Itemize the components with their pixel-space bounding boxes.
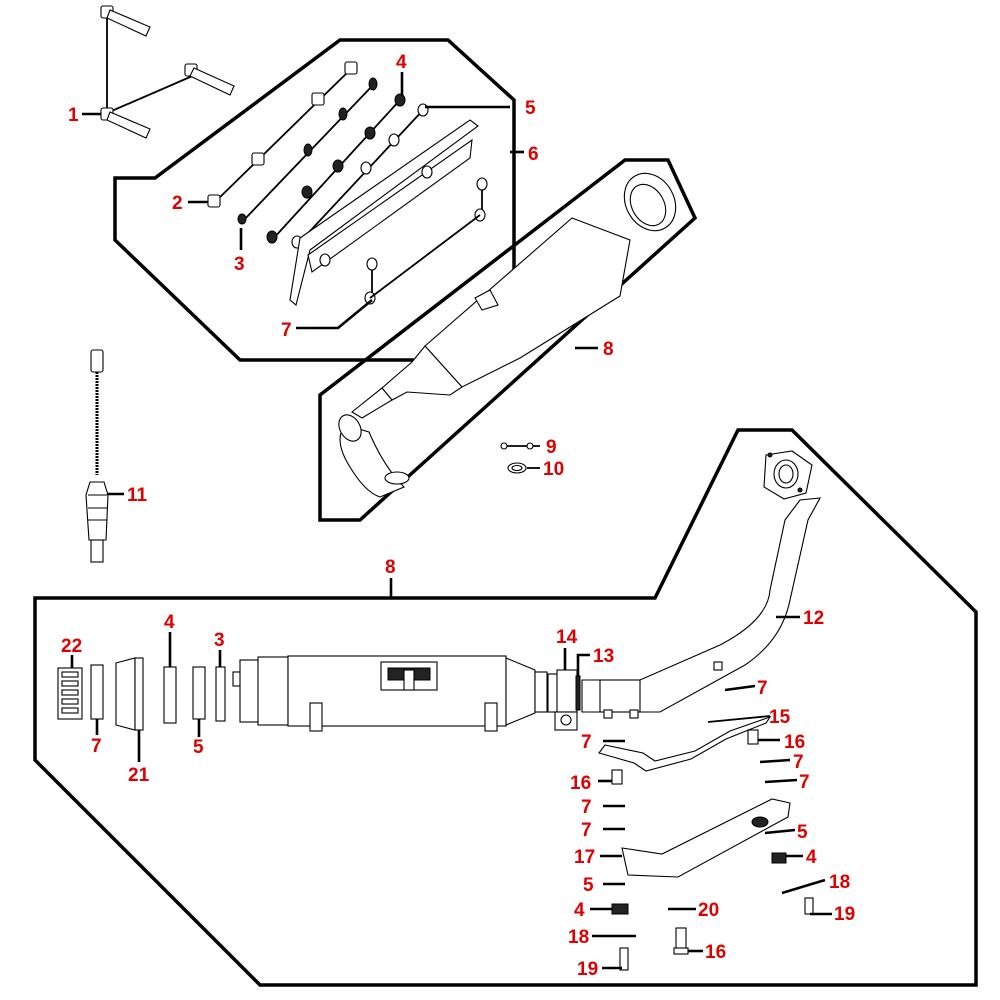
fastener-chains <box>207 61 429 249</box>
callout-6: 6 <box>528 144 539 165</box>
lower-fasteners <box>590 828 832 971</box>
callout-4b: 4 <box>164 612 175 633</box>
callout-17: 17 <box>574 847 595 868</box>
callout-7h: 7 <box>581 820 592 841</box>
clamp-14 <box>547 648 578 731</box>
callout-16a: 16 <box>784 732 805 753</box>
muffler-group-outline <box>318 158 698 522</box>
washer-3b <box>215 650 226 722</box>
callout-16b: 16 <box>570 773 591 794</box>
exhaust-pipe-12 <box>581 450 821 719</box>
oxygen-sensor <box>85 349 109 563</box>
callout-5c: 5 <box>797 822 808 843</box>
callout-3: 3 <box>234 254 245 275</box>
callout-22: 22 <box>61 636 82 657</box>
callout-7c: 7 <box>757 678 768 699</box>
callout-8b: 8 <box>385 557 396 578</box>
callout-5b: 5 <box>193 737 204 758</box>
gasket-7b <box>90 664 104 735</box>
callout-9: 9 <box>546 437 557 458</box>
callout-19a: 19 <box>834 904 855 925</box>
bolt-top <box>100 5 151 37</box>
callout-13: 13 <box>593 646 614 667</box>
callout-18a: 18 <box>829 872 850 893</box>
small-fasteners <box>598 684 798 831</box>
callout-14: 14 <box>556 627 578 648</box>
muffler-iso <box>338 172 677 498</box>
callout-1: 1 <box>68 105 79 126</box>
callout-10: 10 <box>543 459 564 480</box>
callout-7: 7 <box>281 320 292 341</box>
callout-5: 5 <box>525 98 536 119</box>
bolt-bottom <box>100 107 151 139</box>
callout-7g: 7 <box>581 797 592 818</box>
callout-11: 11 <box>127 485 148 506</box>
callout-18b: 18 <box>568 927 589 948</box>
collar-4b <box>163 632 177 724</box>
spark-arrester-22 <box>57 655 83 720</box>
pipe-protector-17 <box>600 798 791 878</box>
exhaust-breakdown-outline <box>33 428 978 987</box>
callout-12: 12 <box>803 608 824 629</box>
callouts: 1 2 3 4 5 6 7 8 9 10 11 8 12 13 14 15 16… <box>61 52 855 980</box>
callout-7e: 7 <box>793 752 804 773</box>
gasket-10 <box>507 462 540 474</box>
callout-15: 15 <box>769 707 791 728</box>
callout-7f: 7 <box>799 772 810 793</box>
callout-7b: 7 <box>91 736 102 757</box>
callout-2: 2 <box>172 193 183 214</box>
bolt-right <box>184 63 235 96</box>
washer-5b <box>192 666 206 737</box>
callout-4: 4 <box>396 52 407 73</box>
callout-3b: 3 <box>214 630 225 651</box>
screw-9 <box>500 442 540 450</box>
callout-5d: 5 <box>583 875 594 896</box>
heat-shield <box>289 119 488 306</box>
callout-21: 21 <box>128 765 150 786</box>
callout-4c: 4 <box>806 847 817 868</box>
bolt-group-1 <box>82 5 235 139</box>
callout-4d: 4 <box>574 900 585 921</box>
gasket-13 <box>575 653 590 711</box>
callout-19b: 19 <box>577 959 598 980</box>
callout-7d: 7 <box>581 732 592 753</box>
callout-16c: 16 <box>705 942 726 963</box>
end-cap-21 <box>115 657 144 762</box>
callout-8: 8 <box>603 339 614 360</box>
heat-shield-group-outline <box>113 38 516 362</box>
muffler-side <box>232 655 548 732</box>
leader-7 <box>296 298 373 330</box>
callout-20: 20 <box>698 900 719 921</box>
